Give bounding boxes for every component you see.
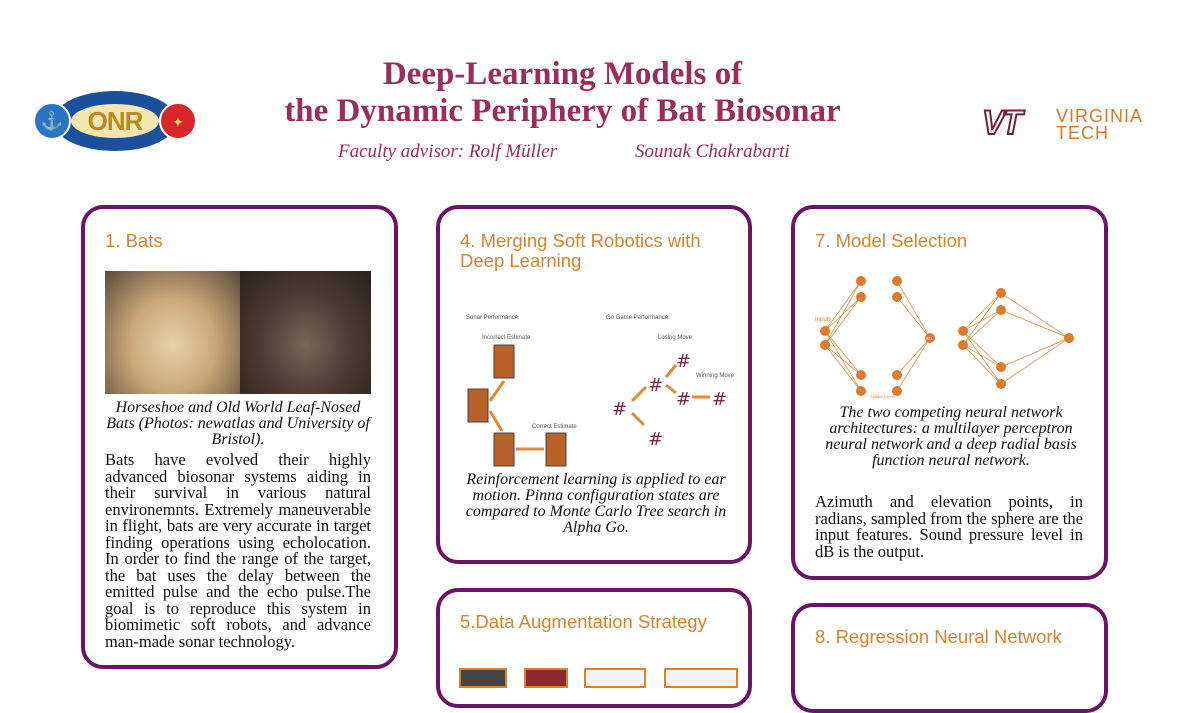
rl-figure: Sonar Performance: Incorrect Estimate Co… <box>466 315 735 467</box>
panel-heading: 1. Bats <box>105 230 163 251</box>
output-label: SPL <box>926 336 933 341</box>
panel-heading: 4. Merging Soft Robotics with Deep Learn… <box>460 230 701 271</box>
horseshoe-bat-photo <box>105 271 240 394</box>
vt-line1: VIRGINIA <box>1056 106 1144 126</box>
go-board-icon: # <box>612 399 627 420</box>
bat-photos <box>105 271 371 394</box>
go-board-icon: # <box>648 429 663 450</box>
title-line-1: Deep-Learning Models of <box>382 56 743 92</box>
panel-merging: 4. Merging Soft Robotics with Deep Learn… <box>436 205 752 564</box>
panel-regression: 8. Regression Neural Network <box>791 603 1108 713</box>
go-board-icon: # <box>712 389 727 410</box>
faculty-advisor: Faculty advisor: Rolf Müller <box>338 141 557 162</box>
sonar-label: Sonar Performance: <box>466 315 520 321</box>
go-board-icon: # <box>648 375 663 396</box>
vt-mark: VT <box>981 103 1024 143</box>
vt-logo: VT VIRGINIA TECH <box>981 103 1157 146</box>
leaf-nosed-bat-photo <box>240 271 371 394</box>
svg-text:✦: ✦ <box>172 116 184 131</box>
go-label: Go Game Performance: <box>606 315 670 321</box>
augmentation-image <box>664 668 738 688</box>
model-body: Azimuth and elevation points, in radians… <box>815 492 1083 561</box>
onr-logo-center: ONR <box>87 106 144 136</box>
bats-body: Bats have evolved their highly advanced … <box>105 450 371 651</box>
inputs-label: Inputs <box>815 317 831 323</box>
panel-heading: 8. Regression Neural Network <box>815 626 1062 647</box>
bats-caption: Horseshoe and Old World Leaf-Nosed Bats … <box>106 399 370 448</box>
panel-heading: 5.Data Augmentation Strategy <box>460 611 707 632</box>
model-caption: The two competing neural network archite… <box>825 404 1077 469</box>
panel-bats: 1. Bats Horseshoe and Old World Leaf-Nos… <box>81 205 398 669</box>
ear-image <box>467 388 489 423</box>
augmentation-image <box>584 668 646 688</box>
augmentation-image <box>524 668 568 688</box>
merging-caption: Reinforcement learning is applied to ear… <box>465 471 727 536</box>
author-name: Sounak Chakrabarti <box>635 141 790 162</box>
winning-label: Winning Move <box>696 373 735 379</box>
correct-label: Correct Estimate <box>532 424 577 430</box>
losing-label: Losing Move <box>658 335 693 341</box>
panel-augmentation: 5.Data Augmentation Strategy <box>436 588 752 708</box>
network-diagrams: Inputs Hidden Layers SPL <box>815 276 1074 399</box>
vt-line2: TECH <box>1056 123 1109 143</box>
ear-image <box>493 344 515 379</box>
hidden-layers-label: Hidden Layers <box>871 394 895 399</box>
svg-text:⚓: ⚓ <box>41 110 63 131</box>
augmentation-image <box>459 668 507 688</box>
title-line-2: the Dynamic Periphery of Bat Biosonar <box>284 93 841 129</box>
incorrect-label: Incorrect Estimate <box>482 335 531 341</box>
panel-heading: 7. Model Selection <box>815 230 968 251</box>
go-board-icon: # <box>676 389 691 410</box>
onr-logo: ⚓ ✦ ONR <box>32 86 198 156</box>
ear-image <box>545 432 567 467</box>
go-board-icon: # <box>676 351 691 372</box>
panel-model-selection: 7. Model Selection Inputs Hidden Layers … <box>791 205 1108 580</box>
ear-image <box>493 432 515 467</box>
